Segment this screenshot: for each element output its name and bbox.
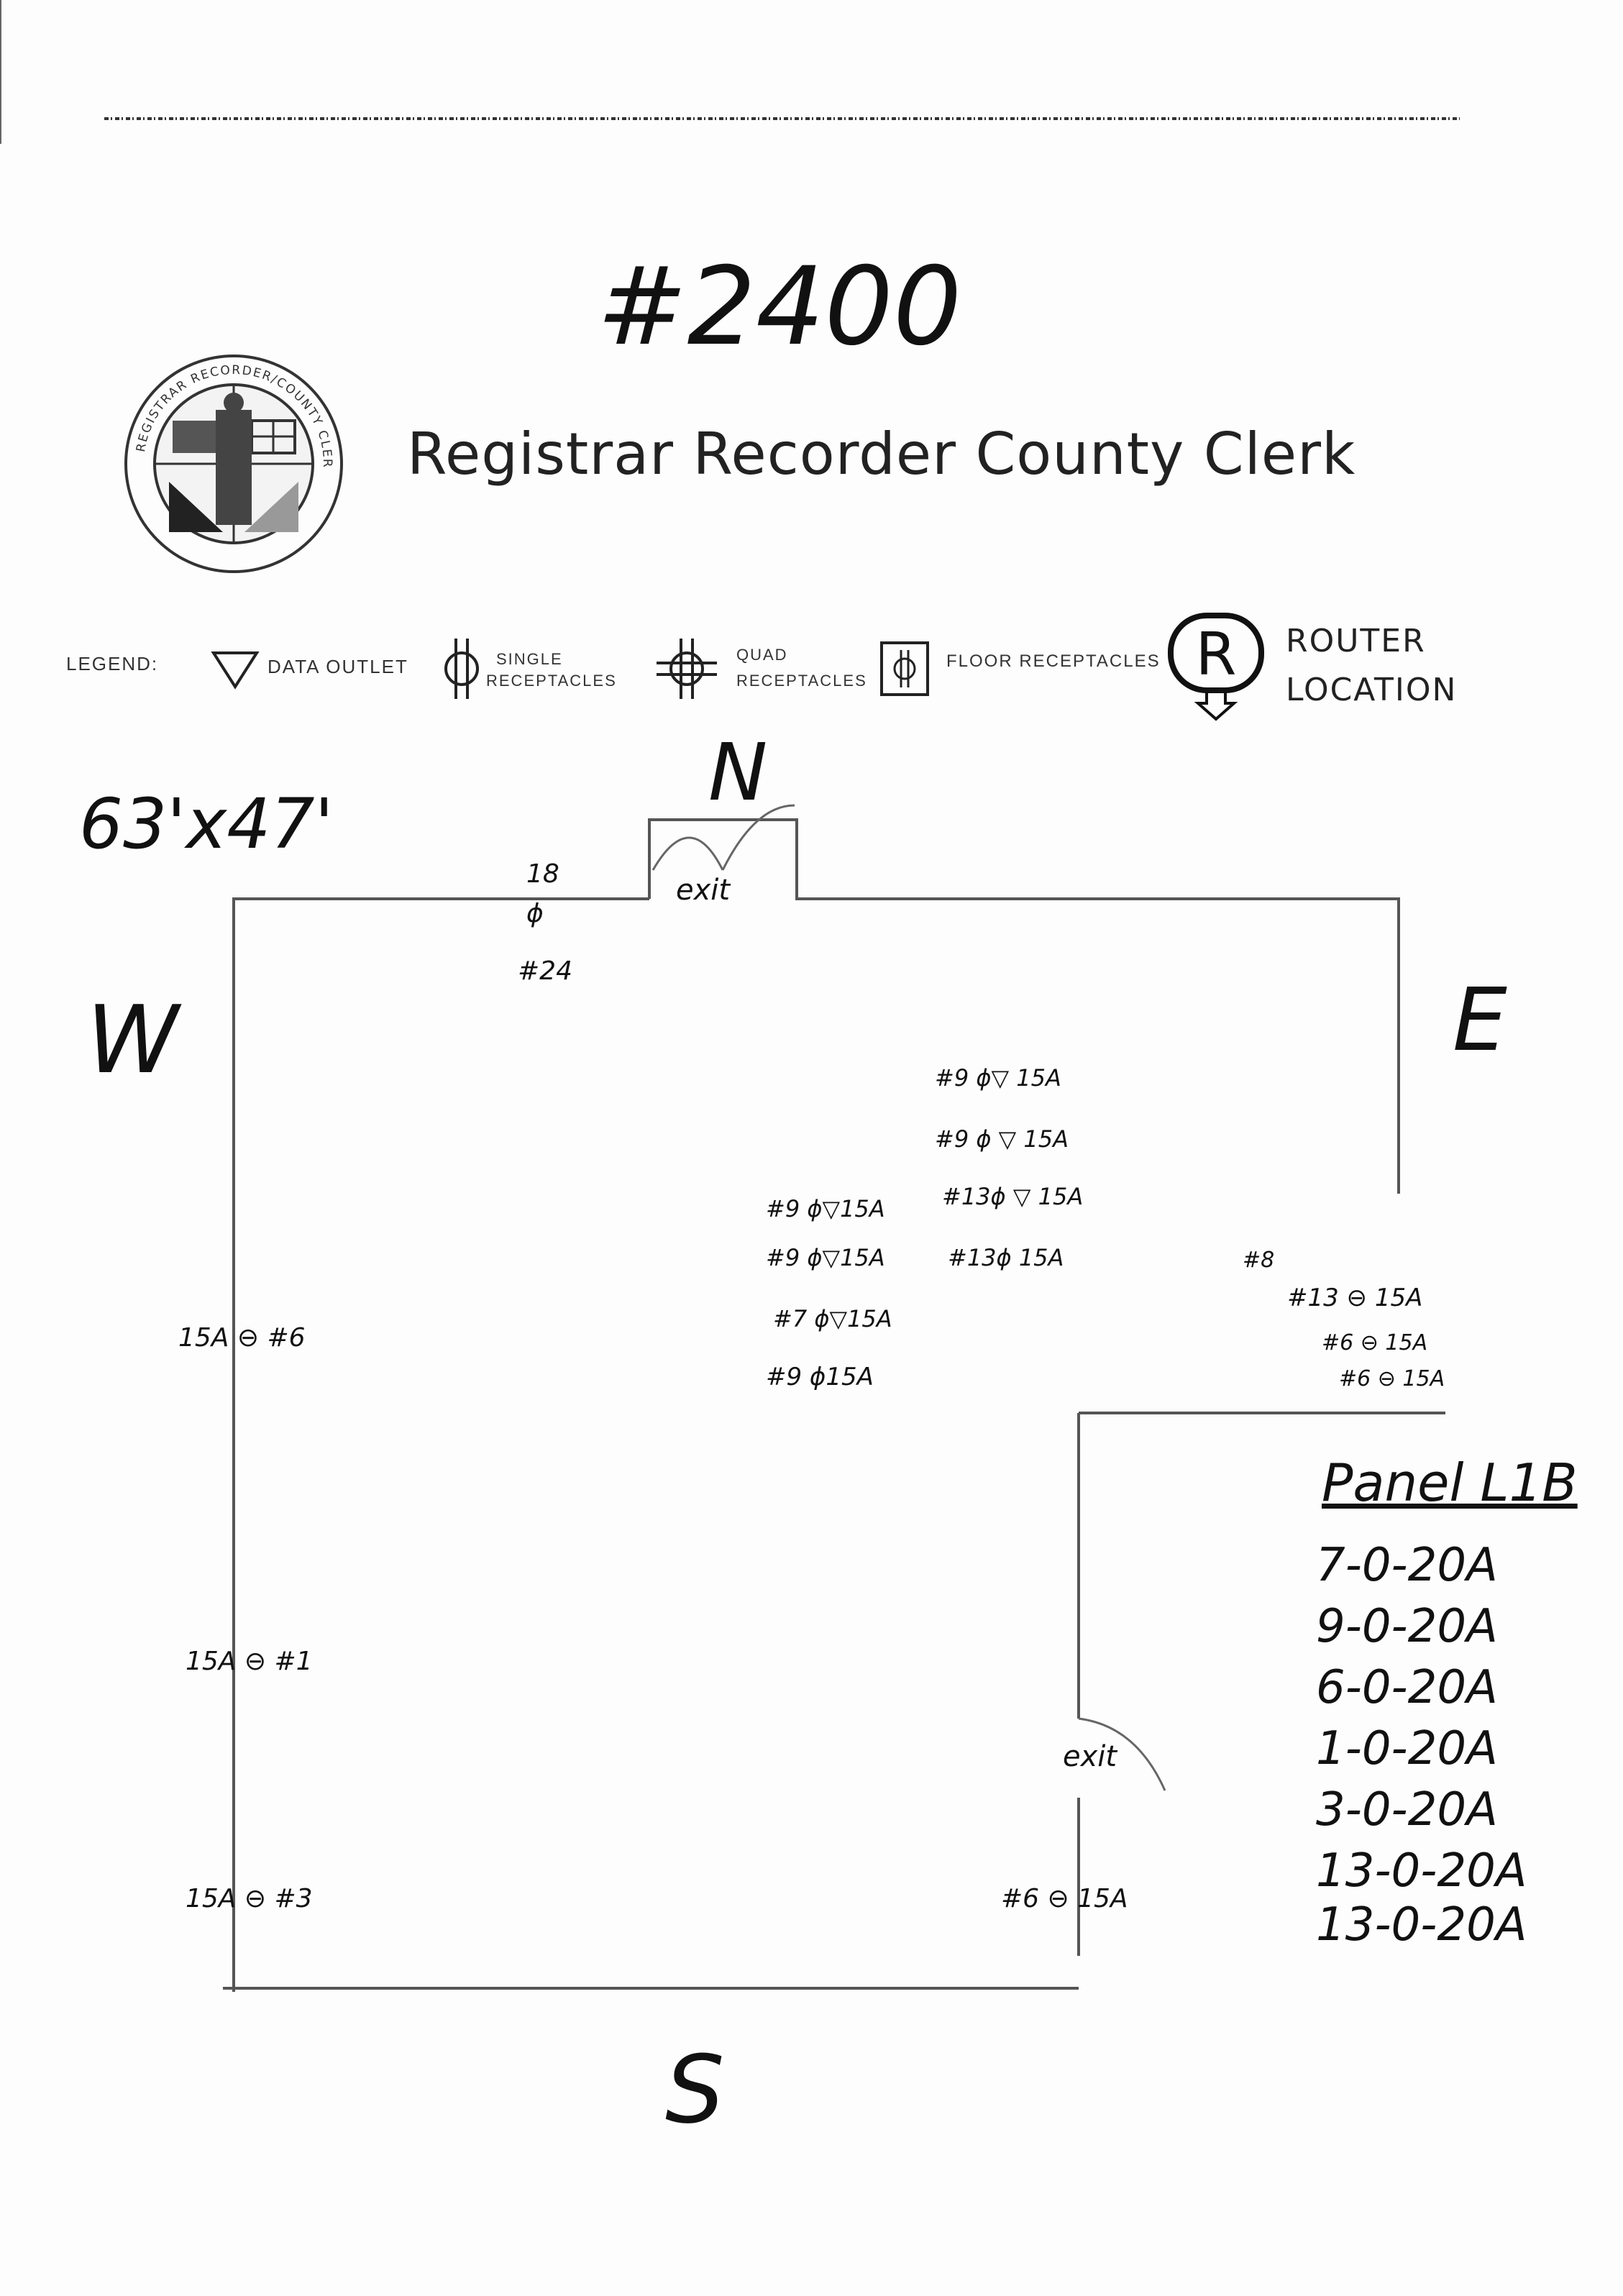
- panel-row: 7-0-20A: [1316, 1539, 1498, 1592]
- legend-single-line1: SINGLE: [496, 650, 563, 668]
- center-mark: #9 ϕ▽ 15A: [935, 1064, 1061, 1092]
- exit-label-north: exit: [676, 874, 731, 907]
- page-title: Registrar Recorder County Clerk: [407, 421, 1356, 488]
- east-mark: #6 ⊖ 15A: [1322, 1330, 1428, 1355]
- east-mark: #8: [1243, 1248, 1275, 1273]
- handwritten-room-number: #2400: [597, 244, 962, 370]
- north-wall-mark-line1: 18: [526, 859, 559, 889]
- compass-east: E: [1453, 971, 1507, 1071]
- legend-single-line2: RECEPTACLES: [486, 672, 617, 690]
- legend-quad-line1: QUAD: [736, 646, 788, 664]
- floor-receptacle-icon: [880, 641, 929, 696]
- quad-receptacle-icon: [657, 639, 717, 699]
- single-receptacle-icon: [444, 639, 479, 699]
- center-mark: #9 ϕ▽15A: [766, 1195, 885, 1222]
- panel-row: 13-0-20A: [1316, 1898, 1527, 1952]
- router-label-line2: LOCATION: [1286, 672, 1458, 708]
- center-mark: #13ϕ ▽ 15A: [942, 1183, 1084, 1210]
- triangle-icon: [211, 651, 260, 690]
- west-wall-mark: 15A ⊖ #6: [178, 1323, 306, 1353]
- compass-south: S: [665, 2035, 725, 2144]
- compass-north: N: [708, 726, 768, 818]
- panel-row: 3-0-20A: [1316, 1783, 1498, 1837]
- center-mark: #9 ϕ15A: [766, 1363, 874, 1391]
- north-wall-mark-line3: #24: [518, 956, 572, 986]
- west-wall-mark: 15A ⊖ #1: [186, 1647, 313, 1676]
- south-east-wall-mark: #6 ⊖ 15A: [1001, 1884, 1128, 1913]
- center-mark: #9 ϕ▽15A: [766, 1244, 885, 1271]
- router-icon: R: [1168, 613, 1264, 721]
- compass-west: W: [86, 985, 179, 1094]
- exit-label-east: exit: [1063, 1740, 1117, 1773]
- panel-row: 6-0-20A: [1316, 1661, 1498, 1714]
- east-mark: #13 ⊖ 15A: [1287, 1284, 1423, 1312]
- room-dimensions: 63'x47': [79, 784, 334, 864]
- panel-title: Panel L1B: [1322, 1453, 1578, 1513]
- panel-row: 9-0-20A: [1316, 1600, 1498, 1653]
- panel-row: 1-0-20A: [1316, 1722, 1498, 1775]
- top-border-line: [0, 0, 1460, 144]
- east-mark: #6 ⊖ 15A: [1339, 1366, 1445, 1391]
- legend-data-outlet-label: DATA OUTLET: [268, 656, 408, 677]
- router-label-line1: ROUTER: [1286, 623, 1426, 659]
- west-wall-mark: 15A ⊖ #3: [186, 1884, 313, 1913]
- panel-row: 13-0-20A: [1316, 1844, 1527, 1898]
- north-wall-mark-line2: ϕ: [526, 899, 544, 928]
- county-seal-icon: REGISTRAR RECORDER/COUNTY CLERK: [115, 352, 343, 573]
- center-mark: #13ϕ 15A: [948, 1244, 1064, 1271]
- router-symbol: R: [1196, 621, 1237, 689]
- legend-quad-line2: RECEPTACLES: [736, 672, 867, 690]
- center-mark: #7 ϕ▽15A: [773, 1305, 892, 1332]
- legend-label: LEGEND:: [66, 653, 159, 674]
- center-mark: #9 ϕ ▽ 15A: [935, 1125, 1069, 1153]
- legend-floor-label: FLOOR RECEPTACLES: [946, 651, 1161, 671]
